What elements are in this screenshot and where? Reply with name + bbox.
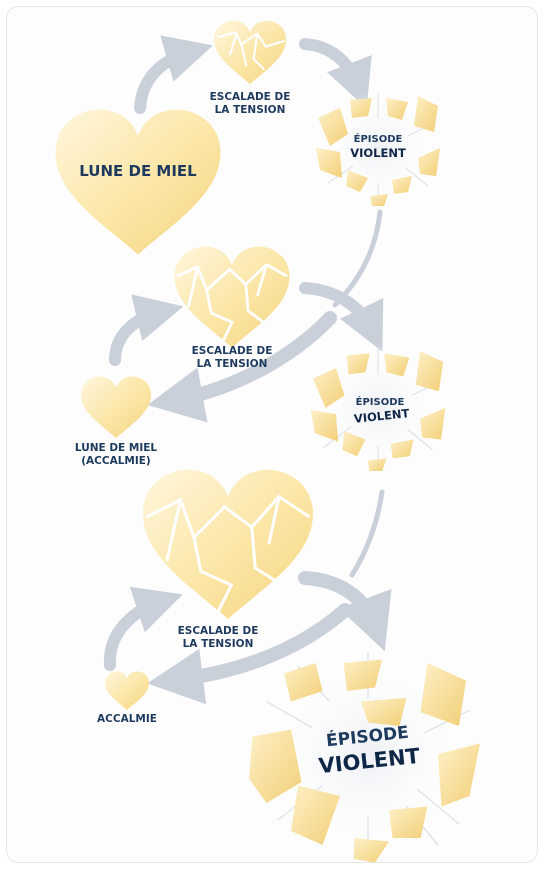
tension-label-3b: LA TENSION	[183, 638, 254, 650]
calm-label-2b: (ACCALMIE)	[81, 455, 150, 467]
arrow-calm-to-tension-3	[110, 602, 160, 665]
tension-heart-1	[214, 21, 286, 84]
tension-label-1a: ESCALADE DE	[210, 91, 291, 103]
calm-label-3: ACCALMIE	[97, 713, 157, 725]
tension-label-1b: LA TENSION	[215, 104, 286, 116]
calm-label-2a: LUNE DE MIEL	[75, 442, 158, 454]
calm-label-1: LUNE DE MIEL	[79, 162, 197, 180]
honeymoon-heart-1	[55, 110, 220, 255]
violent-label-1a: ÉPISODE	[354, 132, 403, 145]
arrow-violent-to-next-2	[352, 492, 382, 575]
tension-label-2a: ESCALADE DE	[192, 345, 273, 357]
violent-heart-2	[311, 345, 445, 471]
tension-heart-3	[143, 470, 313, 619]
violent-label-2a: ÉPISODE	[356, 395, 405, 408]
tension-label-3a: ESCALADE DE	[178, 625, 259, 637]
honeymoon-heart-3	[105, 671, 149, 710]
arrow-violent-to-next-1	[335, 212, 380, 305]
violent-label-1b: VIOLENT	[350, 146, 406, 160]
arrow-calm-to-tension-1	[140, 52, 190, 108]
tension-label-2b: LA TENSION	[197, 358, 268, 370]
arrow-calm-to-tension-2	[115, 312, 160, 360]
arrow-tension-to-violent-1	[305, 44, 358, 86]
honeymoon-heart-2	[81, 377, 151, 438]
tension-heart-2	[175, 247, 290, 348]
